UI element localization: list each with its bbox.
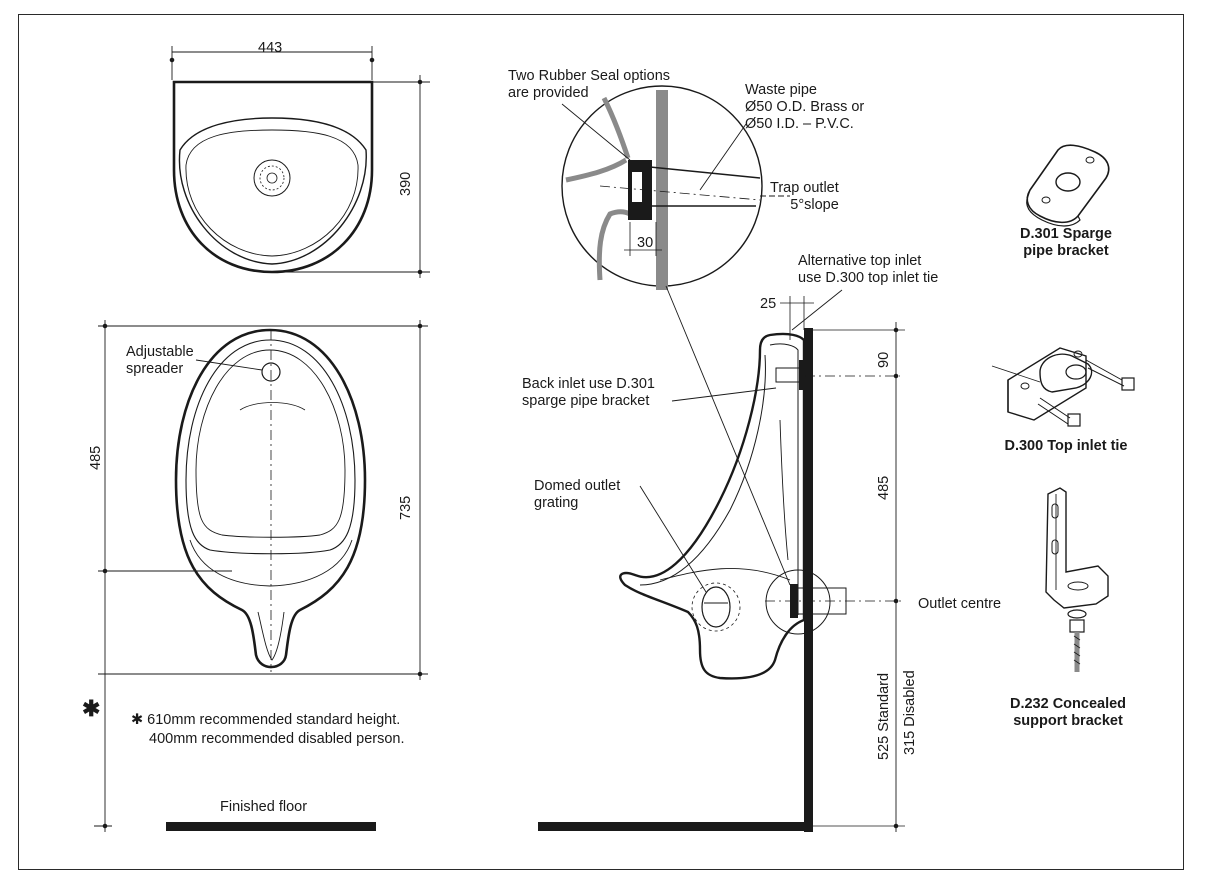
domed-grating-label: Domed outlet grating (534, 478, 621, 511)
detail-circle (561, 85, 791, 586)
drawing-frame (18, 14, 1184, 870)
alt-inlet-label: Alternative top inlet use D.300 top inle… (798, 253, 939, 286)
sparge-bracket-name: D.301 Sparge pipe bracket (1020, 226, 1112, 259)
depth-dimension: 390 (398, 171, 414, 196)
footnote-line-1: ✱ 610mm recommended standard height. (131, 712, 401, 728)
front-total-dimension: 735 (398, 495, 414, 520)
top-view (169, 46, 430, 278)
outlet-centre-label: Outlet centre (918, 596, 1002, 612)
side-view (538, 289, 905, 832)
footnote-star: ✱ (82, 696, 101, 721)
seal-dimension: 30 (637, 235, 654, 251)
spreader-label: Adjustable spreader (126, 344, 194, 377)
footnote-line-2: 400mm recommended disabled person. (149, 731, 405, 747)
seal-label: Two Rubber Seal options are provided (508, 68, 671, 101)
waste-pipe-label: Waste pipe Ø50 O.D. Brass or Ø50 I.D. – … (745, 82, 865, 132)
top-inlet-tie-icon (991, 347, 1135, 427)
top-inlet-tie-name: D.300 Top inlet tie (1004, 438, 1128, 454)
inlet-height-dimension: 90 (876, 351, 892, 368)
support-bracket-icon (1045, 487, 1109, 672)
standard-height-label: 525 Standard (876, 672, 892, 760)
back-inlet-label: Back inlet use D.301 sparge pipe bracket (522, 376, 655, 409)
trap-outlet-label: Trap outlet 5°slope (770, 180, 839, 213)
disabled-height-label: 315 Disabled (902, 670, 918, 755)
side-height-dimension: 485 (876, 475, 892, 500)
sparge-bracket-icon (1026, 144, 1110, 227)
front-view (94, 320, 428, 832)
width-dimension: 443 (258, 40, 283, 56)
support-bracket-name: D.232 Concealed support bracket (1009, 696, 1127, 729)
floor-label: Finished floor (220, 799, 308, 815)
front-height-dimension: 485 (88, 445, 104, 470)
top-inlet-dimension: 25 (760, 296, 777, 312)
